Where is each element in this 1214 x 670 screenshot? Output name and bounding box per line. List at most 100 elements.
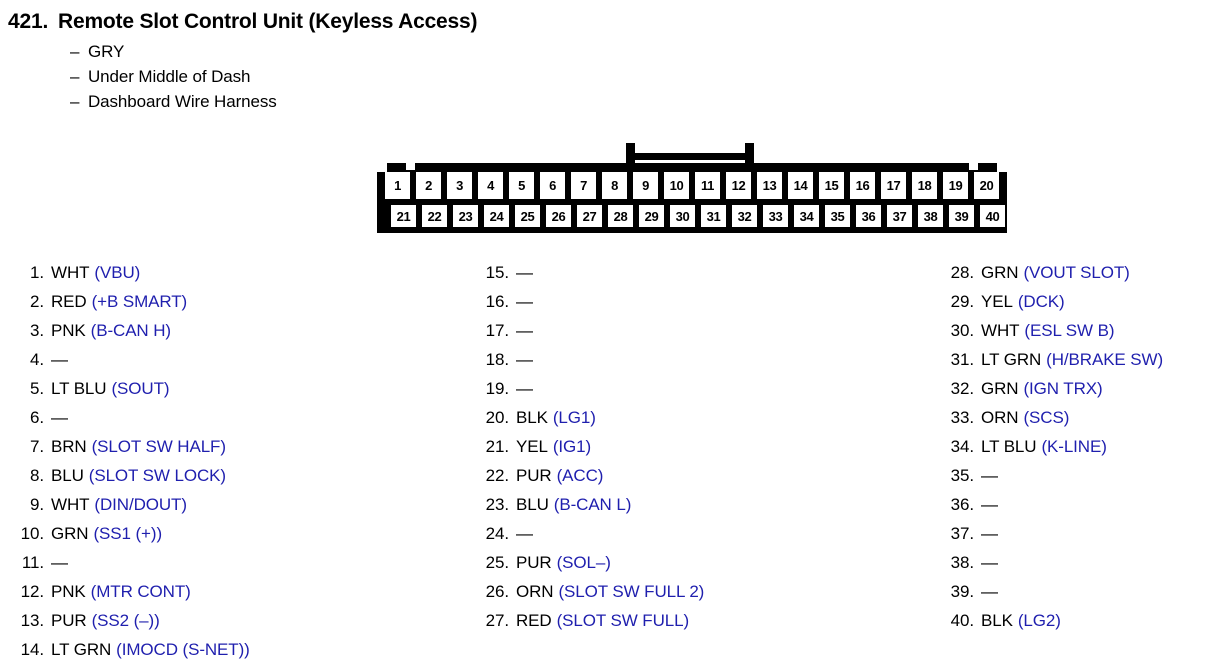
pin-entry-number: 22. <box>485 466 509 485</box>
pin-entry: 39. — <box>940 577 1163 606</box>
pin-entry-number: 34. <box>950 437 974 456</box>
pin-entry-empty-mark: — <box>981 495 998 514</box>
connector-pin-16: 16 <box>850 172 875 199</box>
pin-entry-wire-color: LT BLU <box>51 379 107 398</box>
pin-entry-number: 40. <box>950 611 974 630</box>
pin-entry-wire-color: PUR <box>516 553 552 572</box>
pin-entry: 25.PUR(SOL–) <box>475 548 704 577</box>
pin-entry-signal-name: (IGN TRX) <box>1023 379 1103 398</box>
detail-item: –Under Middle of Dash <box>70 64 1214 89</box>
pin-entry-signal-name: (ESL SW B) <box>1024 321 1115 340</box>
pin-entry-number: 30. <box>950 321 974 340</box>
section-number: 421. <box>8 10 49 33</box>
pin-entry-wire-color: GRN <box>981 379 1019 398</box>
pin-entry: 10.GRN(SS1 (+)) <box>10 519 250 548</box>
pin-entry-wire-color: BLK <box>516 408 548 427</box>
pin-entry: 17.— <box>475 316 704 345</box>
pin-entry-number: 19. <box>485 379 509 398</box>
connector-pin-1: 1 <box>385 172 410 199</box>
pin-entry-number: 21. <box>485 437 509 456</box>
connector-pin-6: 6 <box>540 172 565 199</box>
pin-entry: 5.LT BLU(SOUT) <box>10 374 250 403</box>
pin-entry-number: 24. <box>485 524 509 543</box>
connector-pin-31: 31 <box>701 205 726 227</box>
pin-entry: 4.— <box>10 345 250 374</box>
connector-pin-33: 33 <box>763 205 788 227</box>
pin-entry-number: 11. <box>21 553 44 572</box>
connector-pin-34: 34 <box>794 205 819 227</box>
pin-entry-wire-color: WHT <box>981 321 1020 340</box>
pin-entry-number: 8. <box>30 466 44 485</box>
pin-entry-number: 3. <box>30 321 44 340</box>
detail-label: Under Middle of Dash <box>88 67 251 86</box>
detail-label: GRY <box>88 42 125 61</box>
connector-pin-9: 9 <box>633 172 658 199</box>
pin-entry: 18.— <box>475 345 704 374</box>
pin-entry: 6.— <box>10 403 250 432</box>
connector-pin-30: 30 <box>670 205 695 227</box>
pin-entry-empty-mark: — <box>51 553 68 572</box>
pin-entry: 31.LT GRN(H/BRAKE SW) <box>940 345 1163 374</box>
connector-pin-24: 24 <box>484 205 509 227</box>
pin-entry-signal-name: (B-CAN L) <box>553 495 632 514</box>
connector-pin-20: 20 <box>974 172 999 199</box>
pin-entry-signal-name: (SS2 (–)) <box>91 611 160 630</box>
connector-pin-26: 26 <box>546 205 571 227</box>
connector-pin-14: 14 <box>788 172 813 199</box>
pin-entry: 27.RED(SLOT SW FULL) <box>475 606 704 635</box>
pin-entry-number: 1. <box>30 263 44 282</box>
pin-entry-wire-color: ORN <box>981 408 1019 427</box>
pin-entry-wire-color: BLU <box>51 466 84 485</box>
pin-entry-number: 14. <box>20 640 44 659</box>
pin-entry-empty-mark: — <box>516 263 533 282</box>
pin-entry-wire-color: YEL <box>516 437 548 456</box>
connector-pin-19: 19 <box>943 172 968 199</box>
pin-entry: 14.LT GRN(IMOCD (S-NET)) <box>10 635 250 664</box>
pin-entry-wire-color: GRN <box>981 263 1019 282</box>
connector-pin-8: 8 <box>602 172 627 199</box>
pin-entry-number: 32. <box>950 379 974 398</box>
pin-entry-wire-color: WHT <box>51 495 90 514</box>
pin-column-2: 15.—16.—17.—18.—19.—20.BLK(LG1)21.YEL(IG… <box>475 258 705 635</box>
pin-entry: 16.— <box>475 287 704 316</box>
detail-item: –GRY <box>70 39 1214 64</box>
pin-entry: 24. — <box>475 519 704 548</box>
connector-tab-right <box>969 163 978 170</box>
pin-entry-number: 18. <box>485 350 509 369</box>
pin-entry-signal-name: (VBU) <box>94 263 141 282</box>
pin-entry: 29.YEL(DCK) <box>940 287 1163 316</box>
pin-entry: 2.RED(+B SMART) <box>10 287 250 316</box>
pin-entry: 13.PUR(SS2 (–)) <box>10 606 250 635</box>
pin-entry-number: 17. <box>485 321 509 340</box>
connector-pin-22: 22 <box>422 205 447 227</box>
pin-entry: 26.ORN(SLOT SW FULL 2) <box>475 577 705 606</box>
pin-entry: 8.BLU(SLOT SW LOCK) <box>10 461 250 490</box>
pin-entry-wire-color: PNK <box>51 321 86 340</box>
pin-entry-wire-color: BLK <box>981 611 1013 630</box>
pin-entry-signal-name: (LG2) <box>1017 611 1061 630</box>
pin-entry-number: 28. <box>950 263 974 282</box>
pin-entry-number: 37. <box>950 524 974 543</box>
pin-entry-wire-color: YEL <box>981 292 1013 311</box>
connector-pin-10: 10 <box>664 172 689 199</box>
pin-entry: 12.PNK(MTR CONT) <box>10 577 250 606</box>
pin-entry-signal-name: (SCS) <box>1023 408 1070 427</box>
pin-entry: 40. BLK(LG2) <box>940 606 1163 635</box>
connector-corner-notch-right <box>997 163 1007 172</box>
pin-entry-number: 10. <box>20 524 44 543</box>
connector-pin-35: 35 <box>825 205 850 227</box>
pin-entry-number: 39. <box>950 582 974 601</box>
connector-pin-4: 4 <box>478 172 503 199</box>
connector-pin-7: 7 <box>571 172 596 199</box>
detail-dash-icon: – <box>70 42 80 61</box>
connector-pin-3: 3 <box>447 172 472 199</box>
pin-entry-empty-mark: — <box>981 524 998 543</box>
pin-entry-empty-mark: — <box>516 524 533 543</box>
pin-entry-empty-mark: — <box>981 553 998 572</box>
pin-entry-signal-name: (IG1) <box>552 437 592 456</box>
pin-entry-signal-name: (IMOCD (S-NET)) <box>116 640 250 659</box>
pin-entry-signal-name: (ACC) <box>556 466 604 485</box>
pin-entry-empty-mark: — <box>981 582 998 601</box>
connector-pin-5: 5 <box>509 172 534 199</box>
